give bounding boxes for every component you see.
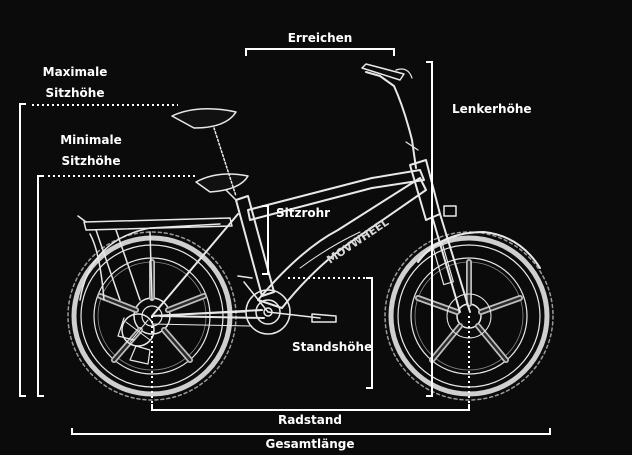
- total-length-label: Gesamtlänge: [265, 437, 355, 451]
- seat-tube-bracket: [262, 205, 269, 275]
- bike-illustration: MOVWHEEL: [67, 63, 554, 401]
- max-seat-height-bracket: [19, 103, 26, 397]
- handlebar-height-bracket: [426, 61, 433, 397]
- seat-tube-label: Sitzrohr: [276, 206, 331, 220]
- handlebar: [361, 63, 419, 169]
- wheelbase-label: Radstand: [277, 413, 343, 427]
- dimension-lines: [19, 48, 551, 435]
- handlebar-height-label: Lenkerhöhe: [452, 102, 532, 116]
- drivetrain: [151, 275, 337, 335]
- max-seat-height-label-line2: Sitzhöhe: [45, 86, 105, 100]
- wheelbase-bracket: [151, 404, 470, 411]
- saddle-max: [171, 108, 237, 197]
- rear-derailleur: [117, 317, 151, 365]
- brand-text: MOVWHEEL: [324, 216, 391, 267]
- standover-bracket: [366, 277, 373, 389]
- standover-height-label: Standshöhe: [292, 340, 373, 354]
- reach-label: Erreichen: [287, 31, 353, 45]
- headlight: [443, 205, 457, 217]
- min-seat-height-bracket: [37, 175, 44, 397]
- min-seat-height-label-line2: Sitzhöhe: [61, 154, 121, 168]
- max-seat-height-label: Maximale Sitzhöhe: [34, 62, 116, 104]
- min-seat-height-label: Minimale Sitzhöhe: [50, 130, 132, 172]
- rear-rack: [77, 215, 233, 301]
- front-fork: [431, 213, 471, 313]
- front-wheel: [384, 231, 554, 401]
- max-seat-height-label-line1: Maximale: [42, 65, 108, 79]
- saddle-min: [195, 173, 249, 201]
- reach-bracket: [245, 48, 395, 56]
- min-seat-height-label-line1: Minimale: [60, 133, 122, 147]
- total-length-bracket: [71, 428, 551, 435]
- bike-frame: [151, 159, 441, 319]
